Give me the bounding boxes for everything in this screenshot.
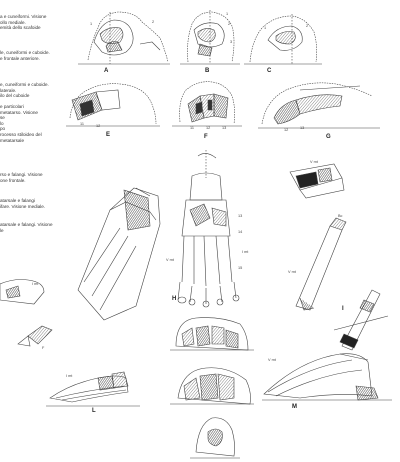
caption-line: metatarso. Visione [0,109,38,115]
figure-label-h: H [172,296,177,302]
annotation-l-imt: I mt [66,374,73,378]
annotation-c-1: 1 [264,26,267,30]
caption-line: le, cuneiformi e cuboide. [0,50,50,55]
caption-b: le, cuneiformi e cuboide. e frontale ant… [0,50,66,61]
annotation-top-right-vmt: V mt [310,160,318,164]
figure-label-c: C [267,68,272,74]
annotation-h-imt: I mt [242,250,249,254]
annotation-h-3: 15 [238,266,243,270]
left-side-drawings [0,279,53,347]
caption-line: metatarsale [0,137,25,143]
caption-m: atarsale e falangi. Visione le [0,222,66,233]
figure-f-drawing [172,81,242,127]
figure-label-e: E [106,132,111,138]
figure-l-drawing [46,371,140,407]
caption-line: se [0,115,5,121]
caption-line: e, cuneiformi e cuboide. [0,82,49,87]
caption-line: atarsale e falangi [0,198,35,203]
annotation-b-1: 1 [226,12,229,16]
caption-line: e particolari [0,104,24,109]
caption-line: ilo del cuboide [0,93,30,99]
caption-line: emità dello scafoide [0,25,41,31]
caption-line: a e cuneiformi. Visione [0,14,47,19]
figure-b-drawing [180,10,240,65]
figure-h-foot [177,150,240,308]
annotation-m-vmt: V mt [268,358,276,362]
annotation-h-vmt: V mt [166,258,174,262]
caption-line: e frontale anteriore. [0,55,40,61]
figure-e-drawing [66,83,160,127]
annotation-h-2: 14 [238,230,243,234]
figure-label-b: B [205,68,210,74]
annotation-e-2: 12 [96,124,101,128]
annotation-g-2: 13 [300,126,305,130]
figure-label-f: F [204,134,208,140]
annotation-i-vmt: V mt [288,270,296,274]
caption-line: laterale. [0,87,17,93]
annotation-b-2: 2 [228,22,231,26]
figure-label-a: A [104,68,109,74]
figure-label-m: M [292,404,297,410]
annotation-e-1: 11 [80,122,84,126]
figure-label-l: L [92,408,96,414]
caption-line: one frontale. [0,177,26,183]
caption-line: po [0,126,6,132]
figure-label-i: I [342,306,344,312]
figure-g-drawing [258,82,380,129]
figure-bottom-foot [170,367,254,405]
caption-h: rso e falangi. Visione one frontale. [0,172,66,183]
annotation-a-2: 2 [152,20,155,24]
caption-l: atarsale e falangi ifare. Visione medial… [0,198,66,209]
figure-mid-arch [170,317,254,351]
annotation-left-imt: I mt [32,282,39,286]
annotation-a-1: 1 [90,22,93,26]
annotation-top-right-bc: Bc [338,214,343,218]
figure-bottom-heel [190,417,240,459]
figure-a-drawing [78,11,170,65]
caption-line: rso e falangi. Visione [0,172,43,177]
figure-i-right-drawing [333,289,389,351]
caption-line: lo [0,120,4,126]
figure-h-block [77,187,161,321]
figure-m-drawing [262,353,392,401]
annotation-f-3: 13 [222,126,227,130]
annotation-h-1: 13 [238,214,243,218]
figure-c-drawing [244,14,322,65]
caption-line: ollo mediale. [0,19,26,25]
figure-i-drawing [295,217,347,311]
caption-line: ifare. Visione mediale. [0,203,46,209]
caption-line: atarsale e falangi. Visione [0,222,53,227]
caption-c: e, cuneiformi e cuboide. laterale. ilo d… [0,82,66,99]
caption-a: a e cuneiformi. Visione ollo mediale. em… [0,14,66,31]
caption-e: e particolari metatarso. Visione se lo p… [0,104,66,143]
annotation-f-2: 12 [206,126,211,130]
annotation-b-3: 3 [230,40,233,44]
annotation-g-1: 12 [284,128,289,132]
caption-line: le [0,227,4,233]
caption-line: rocesso stiloideo del [0,131,42,137]
annotation-f-1: 11 [190,126,194,130]
annotation-left-f: F [42,346,45,350]
annotation-c-2: 2 [306,24,309,28]
figure-top-right-block [289,163,345,199]
figure-label-g: G [326,134,331,140]
